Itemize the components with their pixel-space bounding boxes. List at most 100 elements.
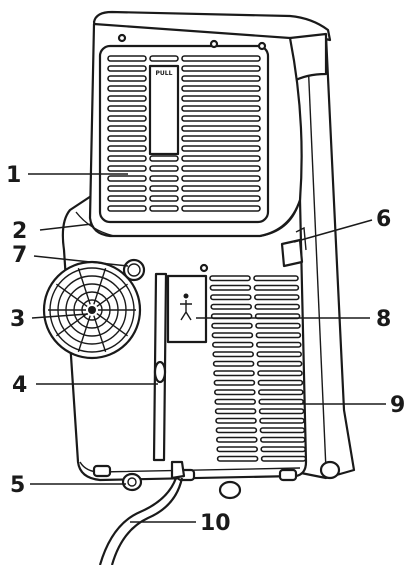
grille-slot bbox=[181, 115, 261, 122]
grille-slot bbox=[107, 55, 147, 62]
fan-spoke bbox=[77, 267, 91, 305]
grille-slot bbox=[181, 105, 261, 112]
grille-slot bbox=[213, 379, 256, 386]
grille-slot bbox=[212, 360, 255, 367]
grille-slot bbox=[214, 408, 257, 415]
grille-slot bbox=[257, 379, 304, 386]
grille-slot bbox=[216, 455, 259, 462]
grille-slot bbox=[107, 105, 147, 112]
grille-slot bbox=[255, 341, 302, 348]
grille-slot bbox=[107, 205, 147, 212]
grille-slot bbox=[258, 408, 305, 415]
grille-slot bbox=[181, 125, 261, 132]
grille-slot bbox=[181, 155, 261, 162]
grille-slot bbox=[181, 195, 261, 202]
grille-slot bbox=[215, 427, 258, 434]
grille-slot bbox=[214, 398, 256, 405]
grille-slot bbox=[107, 185, 147, 192]
grille-slot bbox=[211, 332, 254, 339]
grille-slot bbox=[212, 341, 254, 348]
grille-slot bbox=[149, 175, 179, 182]
leader-lines bbox=[28, 173, 386, 523]
caster-wheels bbox=[92, 460, 341, 500]
grille-slot bbox=[107, 125, 147, 132]
callout-3: 3 bbox=[10, 307, 25, 332]
callout-6: 6 bbox=[376, 207, 391, 232]
grille-slot bbox=[181, 135, 261, 142]
grille-slot bbox=[254, 303, 300, 310]
caster-wheel bbox=[121, 472, 143, 492]
grille-slot bbox=[211, 322, 253, 329]
grille-slot bbox=[212, 351, 254, 358]
fan-spoke bbox=[96, 283, 129, 308]
grille-slot bbox=[257, 389, 304, 396]
grille-slot bbox=[255, 322, 301, 329]
grille-slot bbox=[259, 417, 305, 424]
grille-slot bbox=[181, 175, 261, 182]
callout-9: 9 bbox=[390, 393, 405, 418]
grille-slot bbox=[149, 155, 179, 162]
grille-slot bbox=[149, 165, 179, 172]
grille-slot bbox=[107, 95, 147, 102]
lower-grille bbox=[209, 275, 307, 462]
handle bbox=[280, 238, 304, 268]
grille-slot bbox=[149, 55, 179, 62]
grille-slot bbox=[209, 275, 251, 282]
grille-slot bbox=[149, 185, 179, 192]
grille-slot bbox=[255, 332, 302, 339]
grille-slot bbox=[213, 370, 255, 377]
grille-slot bbox=[107, 195, 147, 202]
grille-slot bbox=[260, 455, 307, 462]
grille-slot bbox=[214, 389, 256, 396]
grille-slot bbox=[216, 436, 258, 443]
grille-slot bbox=[181, 55, 261, 62]
grille-slot bbox=[107, 145, 147, 152]
grille-slot bbox=[181, 145, 261, 152]
fan-spoke bbox=[55, 283, 88, 308]
grille-slot bbox=[181, 85, 261, 92]
filter-tab bbox=[148, 64, 180, 156]
person-icon bbox=[180, 293, 192, 321]
callout-7: 7 bbox=[12, 243, 27, 268]
fan-spoke bbox=[93, 315, 107, 353]
rating-label bbox=[166, 274, 208, 344]
upper-grille-slots bbox=[107, 55, 261, 212]
grille-slot bbox=[181, 185, 261, 192]
grille-slot bbox=[107, 135, 147, 142]
fan-spoke bbox=[96, 312, 129, 337]
callout-2: 2 bbox=[12, 219, 27, 244]
callout-4: 4 bbox=[12, 373, 27, 398]
power-cord bbox=[98, 460, 186, 565]
grille-slot bbox=[107, 65, 147, 72]
grille-slot bbox=[257, 370, 303, 377]
fan-spoke bbox=[55, 312, 88, 337]
fan-spoke bbox=[77, 315, 91, 353]
grille-slot bbox=[107, 155, 147, 162]
grille-slot bbox=[149, 195, 179, 202]
grille-slot bbox=[181, 165, 261, 172]
grille-slot bbox=[107, 75, 147, 82]
grille-slot bbox=[259, 427, 306, 434]
grille-slot bbox=[107, 165, 147, 172]
grille-slot bbox=[210, 294, 252, 301]
exhaust-fan bbox=[42, 260, 142, 360]
filter-tab-text: PULL bbox=[156, 70, 173, 77]
grille-slot bbox=[107, 85, 147, 92]
grille-slot bbox=[210, 303, 252, 310]
callout-10: 10 bbox=[200, 511, 231, 536]
callout-5: 5 bbox=[10, 473, 25, 498]
grille-slot bbox=[107, 115, 147, 122]
callout-1: 1 bbox=[6, 163, 21, 188]
grille-slot bbox=[149, 205, 179, 212]
grille-slot bbox=[256, 351, 303, 358]
grille-slot bbox=[107, 175, 147, 182]
grille-slot bbox=[181, 95, 261, 102]
grille-slot bbox=[254, 294, 300, 301]
grille-slot bbox=[258, 398, 305, 405]
grille-slot bbox=[181, 205, 261, 212]
grille-slot bbox=[253, 284, 300, 291]
fan-spoke bbox=[93, 267, 107, 305]
callout-8: 8 bbox=[376, 307, 391, 332]
grille-slot bbox=[260, 446, 307, 453]
